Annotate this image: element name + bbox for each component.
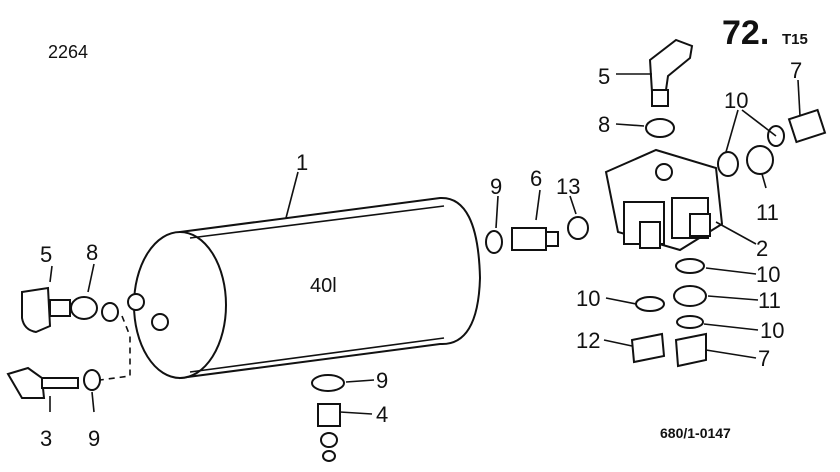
callout-10-right-2: 10 [760, 318, 784, 343]
callout-5-left: 5 [40, 242, 52, 267]
callout-13: 13 [556, 174, 580, 199]
banjo-bolt-bottom [674, 332, 707, 368]
callout-4: 4 [376, 402, 388, 427]
assembly-path-left [99, 315, 131, 381]
drain-valve [311, 374, 345, 462]
callout-10-right-1: 10 [756, 262, 780, 287]
banjo-fitting-top [746, 145, 774, 175]
tank-capacity-label: 40l [310, 275, 337, 297]
callout-9-mid: 9 [490, 174, 502, 199]
center-fittings [485, 216, 589, 254]
bleed-valve-left [6, 366, 101, 399]
callout-11-top: 11 [756, 200, 779, 225]
elbow-fitting-left [21, 286, 119, 334]
section-number: 72. [722, 14, 769, 52]
leader-lines [49, 73, 801, 415]
callout-7-bottom: 7 [758, 346, 770, 371]
callout-5-top: 5 [598, 64, 610, 89]
banjo-fitting-right [673, 285, 707, 307]
callout-10-left: 10 [576, 286, 600, 311]
banjo-bolt-top-right [767, 108, 827, 147]
callout-1: 1 [296, 150, 308, 175]
washer-right-2 [676, 315, 704, 329]
valve-body [604, 148, 724, 252]
seal-ring-top [717, 151, 739, 177]
callout-11-mid: 11 [758, 288, 781, 313]
callout-10-top: 10 [724, 88, 748, 113]
washer-left-small [635, 296, 665, 312]
plug-nut [630, 332, 666, 364]
washer-right-1 [675, 258, 705, 274]
callout-8-top: 8 [598, 112, 610, 137]
callout-9-bottom: 9 [376, 368, 388, 393]
air-tank: 40l [127, 196, 482, 380]
callout-9-left: 9 [88, 426, 100, 451]
callout-12: 12 [576, 328, 600, 353]
callout-2: 2 [756, 236, 768, 261]
elbow-fitting-top [648, 38, 694, 107]
callout-3: 3 [40, 426, 52, 451]
section-suffix: T15 [782, 31, 808, 48]
callout-6: 6 [530, 166, 542, 191]
washer-top [645, 118, 675, 138]
callout-8-left: 8 [86, 240, 98, 265]
callout-7-top: 7 [790, 58, 802, 83]
page-code: 2264 [48, 42, 88, 62]
drawing-reference: 680/1-0147 [660, 425, 731, 441]
